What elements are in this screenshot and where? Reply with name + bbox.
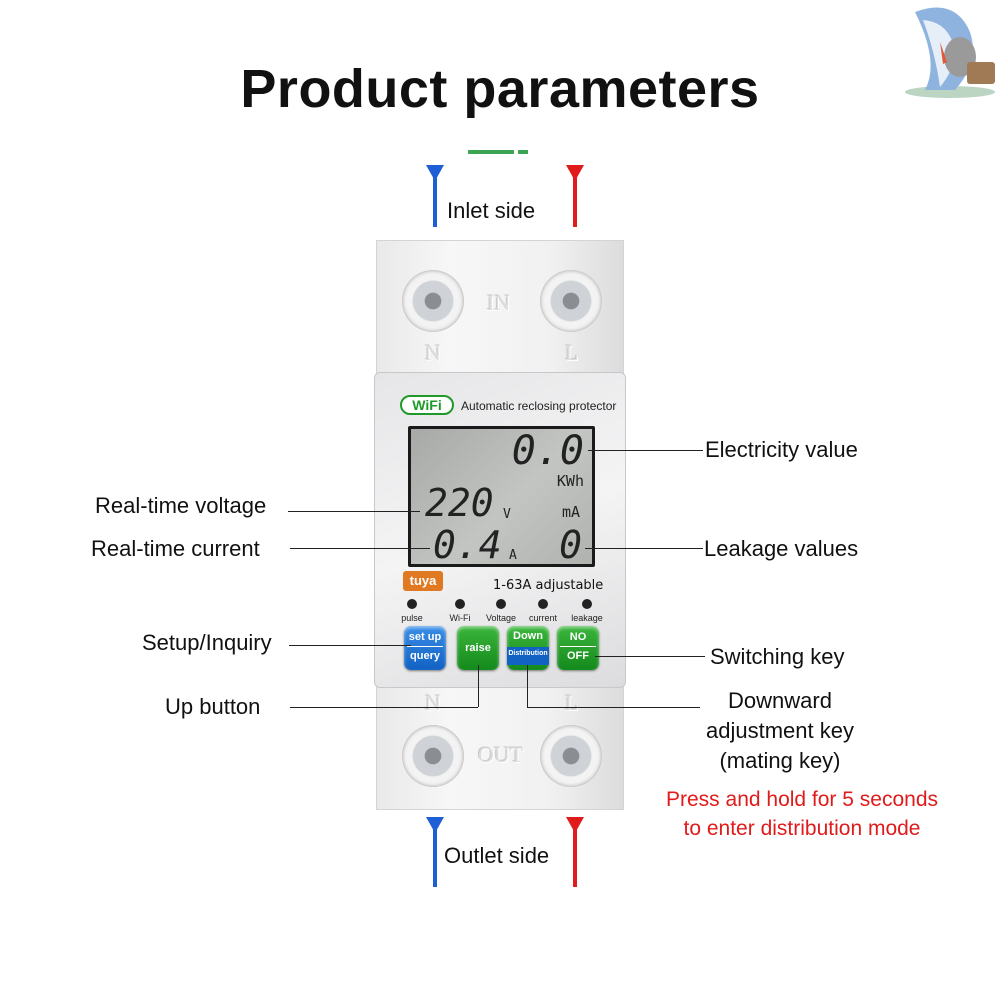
distribution-mode-note: Press and hold for 5 seconds to enter di… bbox=[632, 785, 972, 843]
voltage-led bbox=[496, 599, 506, 609]
rating-text: 1-63A adjustable bbox=[493, 578, 604, 593]
button-label: Down bbox=[513, 630, 543, 642]
electricity-value-label: Electricity value bbox=[705, 437, 858, 462]
button-label: OFF bbox=[560, 646, 596, 662]
led-label: Voltage bbox=[485, 613, 517, 623]
leakage-led bbox=[582, 599, 592, 609]
note-line: to enter distribution mode bbox=[683, 817, 921, 840]
screw-icon bbox=[540, 270, 602, 332]
screw-icon bbox=[402, 270, 464, 332]
leakage-values-label: Leakage values bbox=[704, 536, 859, 561]
leakage-unit: mA bbox=[561, 503, 580, 521]
callout-line bbox=[478, 665, 479, 707]
callout-line bbox=[290, 548, 430, 549]
button-label: query bbox=[407, 646, 443, 662]
voltage-value: 220 bbox=[425, 481, 494, 525]
callout-line bbox=[527, 665, 528, 707]
raise-button[interactable]: raise bbox=[457, 626, 499, 670]
outlet-l-arrow bbox=[566, 817, 584, 887]
out-mark: OUT bbox=[478, 742, 524, 767]
setup-query-button[interactable]: set up query bbox=[404, 626, 446, 670]
screw-icon bbox=[402, 725, 464, 787]
callout-line bbox=[588, 450, 703, 451]
label-line: Downward bbox=[728, 688, 832, 713]
page-title: Product parameters bbox=[240, 59, 760, 119]
l-mark: L bbox=[565, 690, 579, 715]
tuya-logo: tuya bbox=[403, 571, 443, 591]
up-button-label: Up button bbox=[165, 694, 261, 719]
real-time-voltage-label: Real-time voltage bbox=[95, 493, 267, 518]
voltage-unit: V bbox=[503, 507, 511, 522]
callout-line bbox=[289, 645, 411, 646]
energy-value: 0.0 bbox=[511, 428, 584, 474]
wifi-led bbox=[455, 599, 465, 609]
inlet-n-arrow bbox=[426, 165, 444, 227]
title-underline-dot bbox=[518, 150, 528, 154]
inlet-l-arrow bbox=[566, 165, 584, 227]
switching-key-label: Switching key bbox=[710, 644, 845, 669]
on-off-button[interactable]: NO OFF bbox=[557, 626, 599, 670]
front-panel: WiFi Automatic reclosing protector 0.0 K… bbox=[374, 372, 626, 688]
product-name: Automatic reclosing protector bbox=[461, 399, 617, 413]
callout-line bbox=[585, 548, 703, 549]
leakage-value: 0 bbox=[559, 523, 582, 567]
inlet-side-label: Inlet side bbox=[447, 198, 536, 223]
note-line: Press and hold for 5 seconds bbox=[666, 788, 938, 811]
energy-unit: KWh bbox=[556, 472, 584, 490]
button-label: set up bbox=[408, 631, 442, 643]
title-underline bbox=[468, 150, 514, 154]
l-mark: L bbox=[565, 340, 579, 365]
label-line: (mating key) bbox=[719, 748, 841, 773]
in-mark: IN bbox=[487, 290, 511, 315]
callout-line bbox=[595, 656, 705, 657]
setup-inquiry-label: Setup/Inquiry bbox=[142, 630, 272, 655]
screw-icon bbox=[540, 725, 602, 787]
led-label: leakage bbox=[571, 613, 603, 623]
led-label: pulse bbox=[401, 613, 423, 623]
callout-line bbox=[290, 707, 478, 708]
current-value: 0.4 bbox=[433, 523, 502, 567]
lcd-display: 0.0 KWh 220 V mA 0.4 A 0 bbox=[408, 426, 595, 567]
label-line: adjustment key bbox=[706, 718, 854, 743]
led-label: Wi-Fi bbox=[449, 613, 471, 623]
real-time-current-label: Real-time current bbox=[91, 536, 260, 561]
current-led bbox=[538, 599, 548, 609]
callout-line bbox=[527, 707, 700, 708]
led-label: current bbox=[528, 613, 557, 623]
button-label: NO bbox=[569, 631, 587, 643]
wifi-badge: WiFi bbox=[400, 395, 454, 415]
shark-mascot-logo bbox=[905, 7, 995, 98]
outlet-n-arrow bbox=[426, 817, 444, 887]
n-mark: N bbox=[425, 340, 441, 365]
pulse-led bbox=[407, 599, 417, 609]
n-mark: N bbox=[425, 690, 441, 715]
current-unit: A bbox=[509, 548, 517, 563]
button-label: Distribution bbox=[507, 647, 549, 665]
callout-line bbox=[288, 511, 420, 512]
downward-key-label: Downward adjustment key (mating key) bbox=[680, 686, 880, 776]
outlet-side-label: Outlet side bbox=[444, 843, 550, 868]
